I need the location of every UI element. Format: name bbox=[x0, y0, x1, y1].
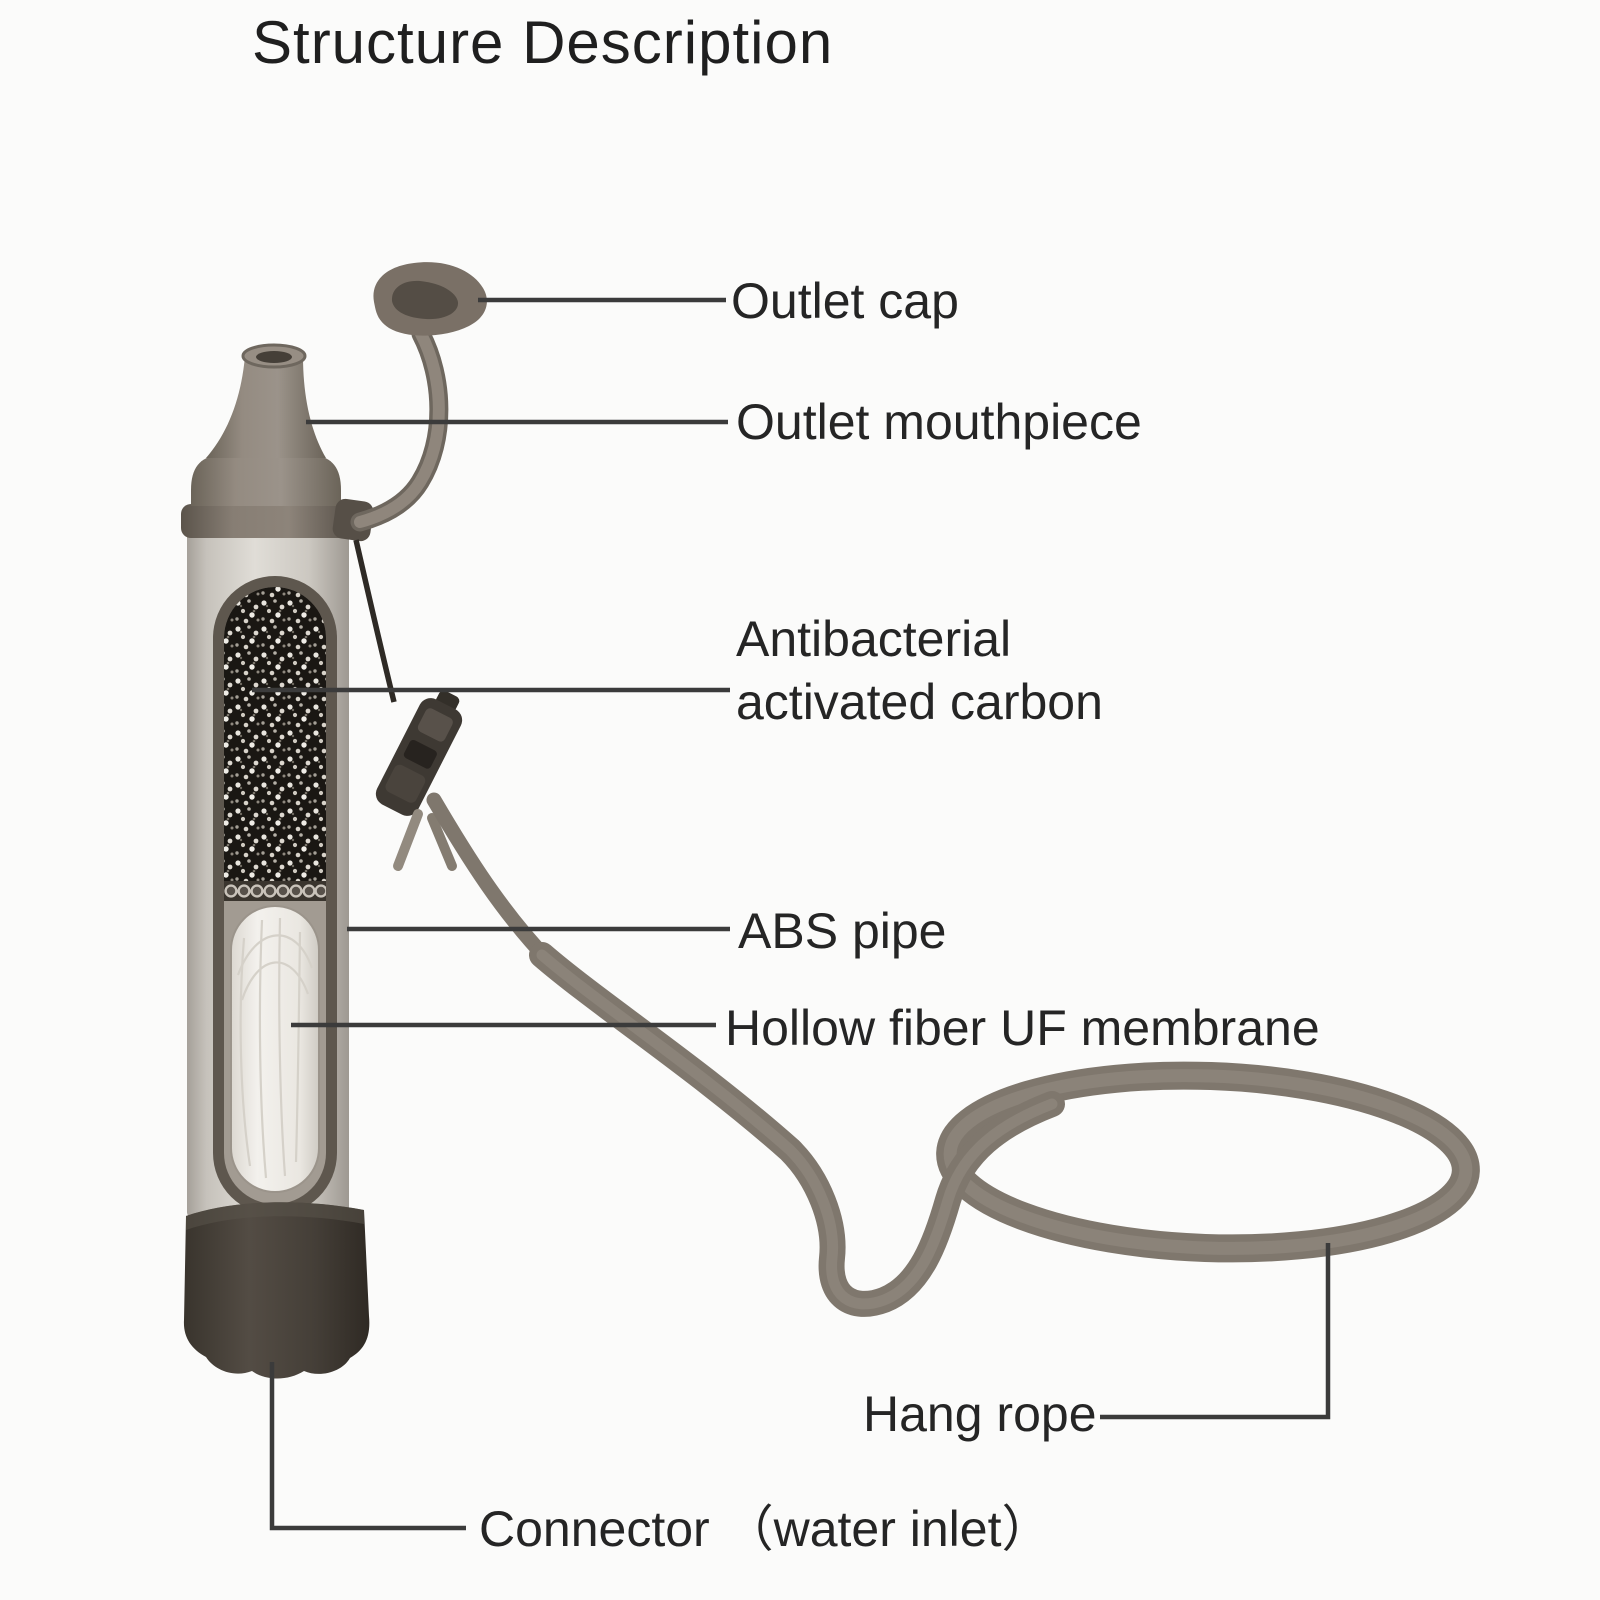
label-hang-rope: Hang rope bbox=[863, 1386, 1097, 1442]
cap-tether bbox=[354, 328, 445, 528]
cap-dome bbox=[191, 455, 341, 506]
lanyard-buckle bbox=[375, 690, 463, 816]
label-outlet-cap: Outlet cap bbox=[731, 273, 959, 329]
leader-connector bbox=[269, 1362, 466, 1531]
outlet-cap-part bbox=[350, 262, 487, 532]
activated-carbon-fill bbox=[224, 587, 326, 901]
label-connector: Connector （water inlet） bbox=[479, 1501, 1052, 1557]
label-abs-pipe: ABS pipe bbox=[738, 903, 947, 959]
page-title: Structure Description bbox=[252, 9, 834, 76]
top-cap-assembly bbox=[181, 343, 374, 542]
mouthpiece-opening bbox=[256, 351, 292, 363]
label-uf-membrane: Hollow fiber UF membrane bbox=[725, 1000, 1320, 1056]
label-outlet-mouthpiece: Outlet mouthpiece bbox=[736, 394, 1142, 450]
label-activated-carbon: Antibacterial activated carbon bbox=[736, 611, 1103, 730]
lanyard-cord bbox=[353, 539, 397, 703]
outlet-cap-inner bbox=[391, 280, 459, 320]
leader-hang-rope bbox=[1100, 1243, 1331, 1420]
collar-ring bbox=[181, 504, 355, 538]
hang-rope-assembly bbox=[353, 539, 1480, 1317]
outlet-mouthpiece-cone bbox=[206, 356, 326, 458]
leader-lines bbox=[252, 297, 1331, 1531]
fiber-membrane-bundle bbox=[230, 905, 320, 1193]
connector-part bbox=[183, 1202, 370, 1379]
abs-pipe-body bbox=[187, 530, 349, 1218]
